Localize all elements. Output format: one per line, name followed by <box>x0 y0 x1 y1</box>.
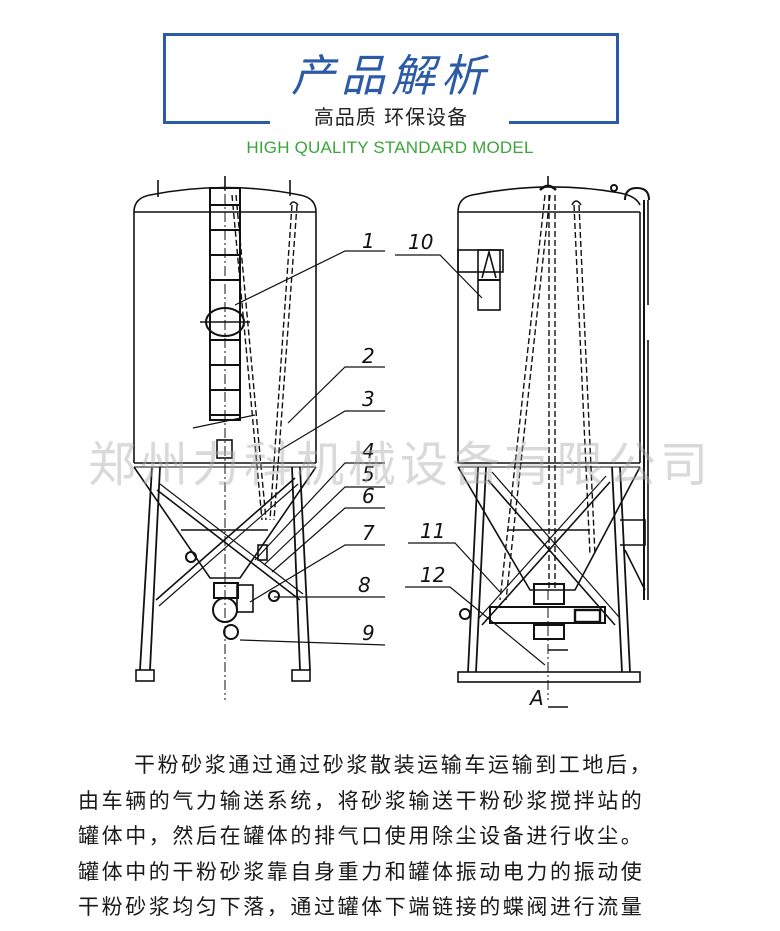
label-6: 6 <box>362 484 375 508</box>
label-9: 9 <box>362 621 375 645</box>
page-title: 产品解析 <box>291 51 491 102</box>
label-3: 3 <box>362 387 375 411</box>
label-12: 12 <box>420 563 445 587</box>
header-frame <box>163 33 619 124</box>
label-10: 10 <box>408 230 433 254</box>
description-line: 罐体中，然后在罐体的排气口使用除尘设备进行收尘。 <box>78 824 645 848</box>
description-line: 罐体中的干粉砂浆靠自身重力和罐体振动电力的振动使 <box>78 859 645 884</box>
description-line: 干粉砂浆通过通过砂浆散装运输车运输到工地后， <box>134 753 654 777</box>
silo-technical-drawing: 1 2 3 4 5 6 7 8 9 <box>0 160 780 720</box>
header-frame-bottom-left <box>163 121 270 124</box>
label-5: 5 <box>362 462 375 486</box>
label-8: 8 <box>358 573 371 597</box>
description-paragraph: 干粉砂浆通过通过砂浆散装运输车运输到工地后， 由车辆的气力输送系统，将砂浆输送干… <box>78 748 718 926</box>
section-mark-a: A <box>528 686 544 710</box>
label-11: 11 <box>420 519 445 543</box>
header-frame-bottom-right <box>509 121 619 124</box>
label-1: 1 <box>362 229 375 253</box>
description-line: 由车辆的气力输送系统，将砂浆输送干粉砂浆搅拌站的 <box>78 788 645 813</box>
label-7: 7 <box>362 521 375 545</box>
page-subtitle: 高品质 环保设备 <box>313 105 469 129</box>
label-2: 2 <box>362 344 375 368</box>
english-tagline: HIGH QUALITY STANDARD MODEL <box>246 138 534 157</box>
label-4: 4 <box>362 439 375 463</box>
right-silo-side-view: 10 11 12 A <box>395 176 650 710</box>
left-silo-front-view: 1 2 3 4 5 6 7 8 9 <box>133 176 386 700</box>
description-line: 干粉砂浆均匀下落，通过罐体下端链接的蝶阀进行流量 <box>78 895 645 919</box>
